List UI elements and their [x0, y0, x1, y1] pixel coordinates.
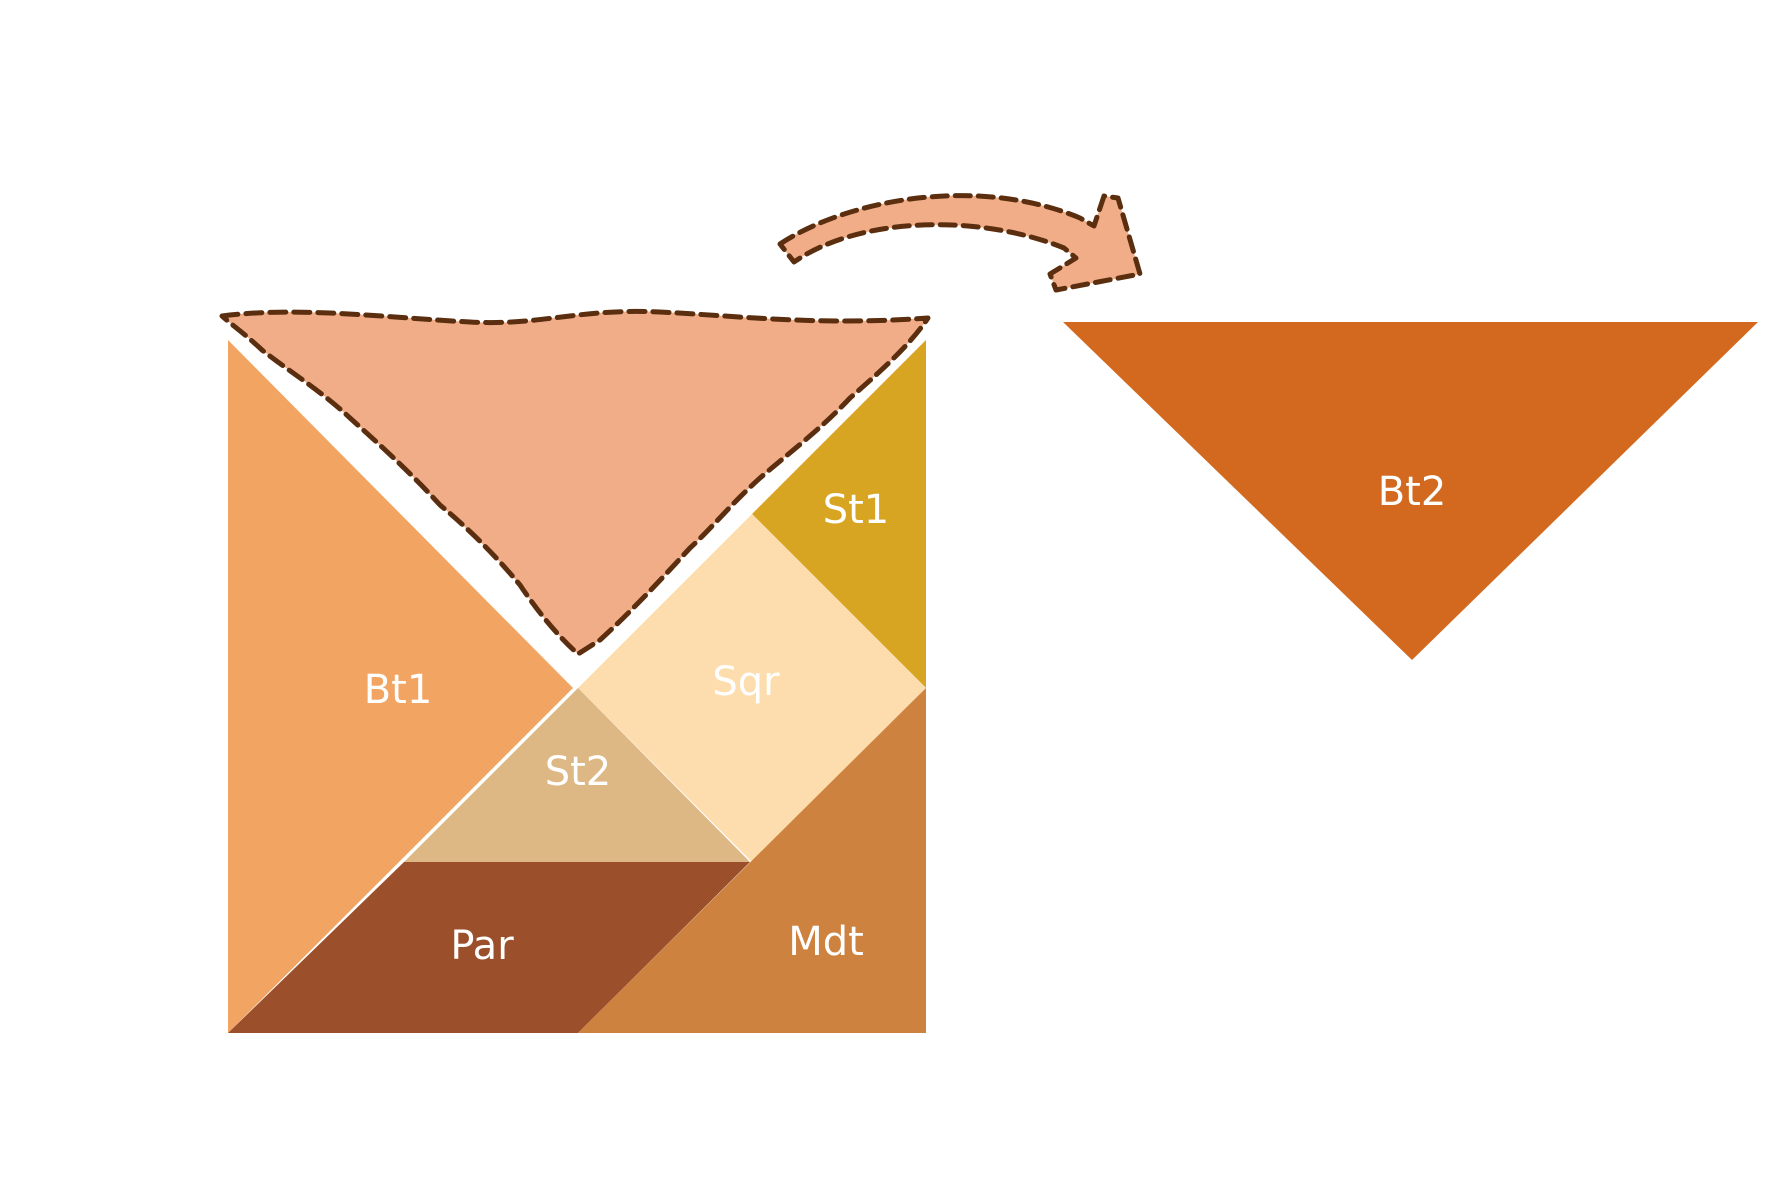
piece-par	[228, 862, 750, 1033]
label-bt1: Bt1	[364, 667, 433, 713]
removed-piece-outline	[219, 308, 931, 657]
piece-st2	[404, 688, 750, 862]
label-mdt: Mdt	[788, 919, 864, 965]
move-arrow-icon	[777, 193, 1143, 293]
label-sqr: Sqr	[712, 659, 780, 705]
piece-bt2	[1063, 322, 1758, 660]
label-bt2: Bt2	[1378, 469, 1447, 515]
label-par: Par	[450, 923, 514, 969]
label-st1: St1	[823, 487, 890, 533]
label-st2: St2	[545, 749, 612, 795]
piece-mdt	[578, 688, 926, 1033]
piece-bt1	[228, 340, 573, 1033]
piece-st1	[752, 340, 926, 688]
